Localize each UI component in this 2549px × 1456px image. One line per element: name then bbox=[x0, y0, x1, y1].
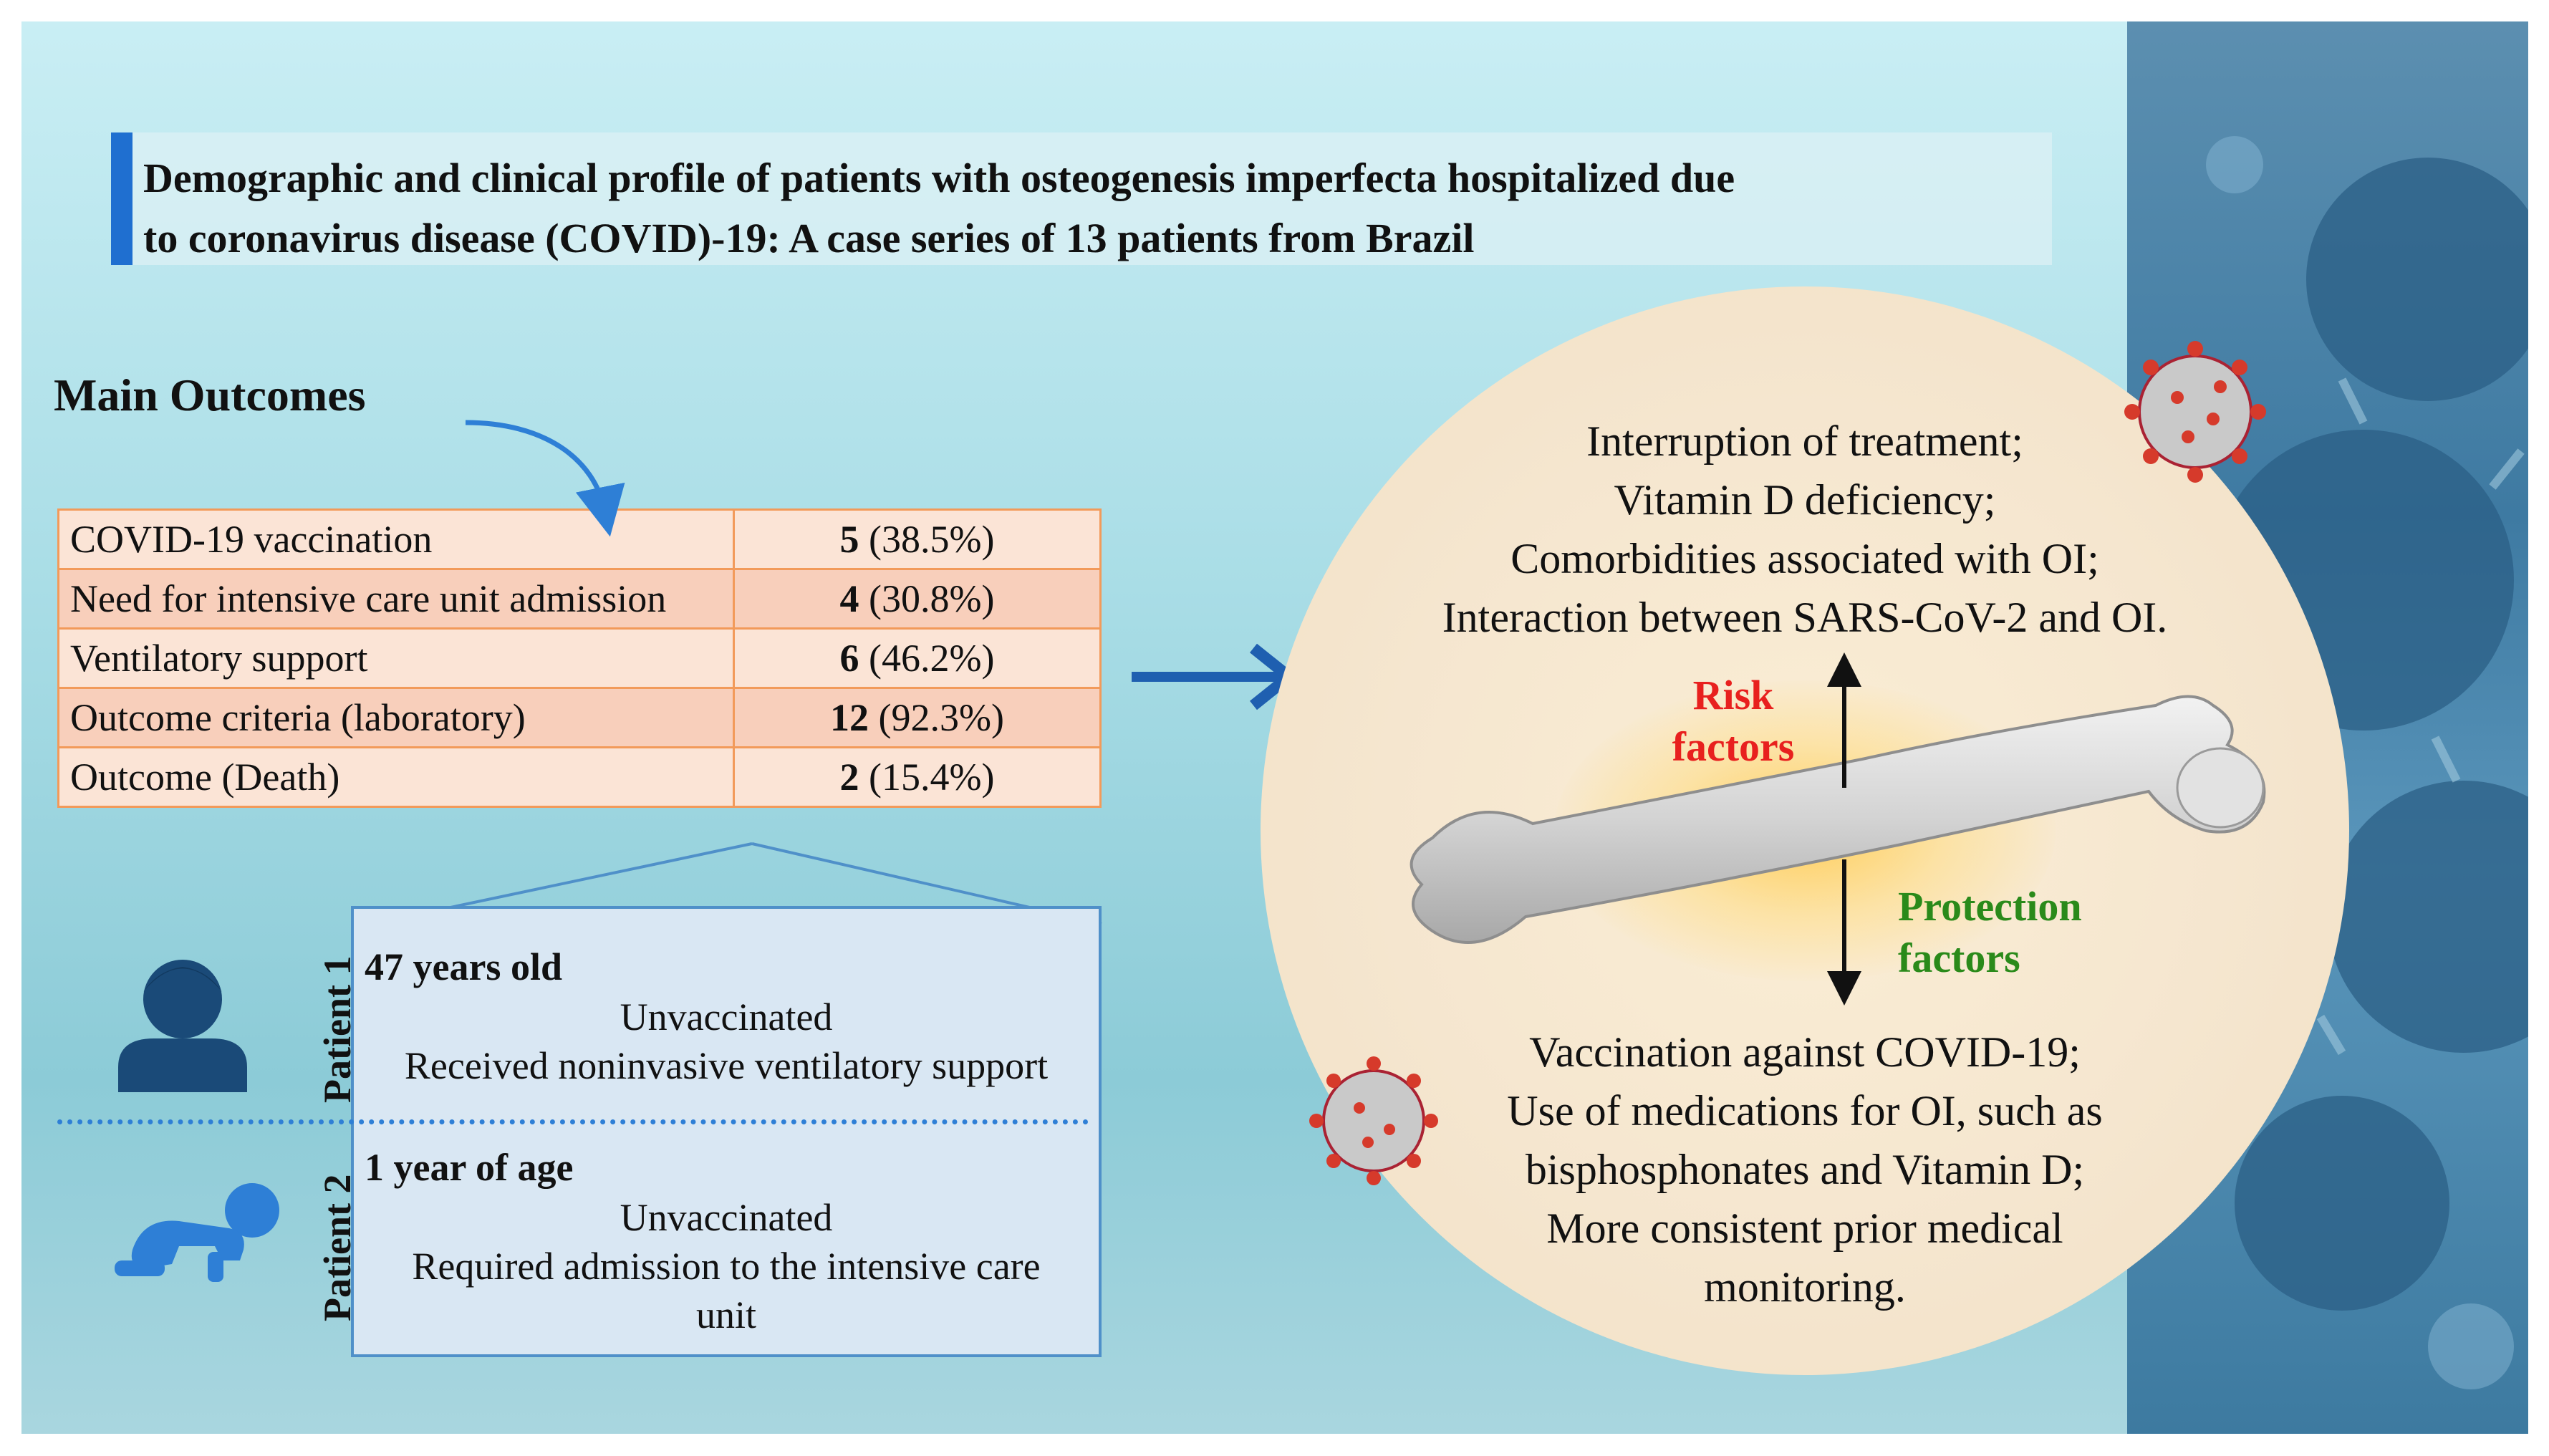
outcomes-table: COVID-19 vaccination 5 (38.5%) Need for … bbox=[57, 508, 1102, 808]
risk-item: Interruption of treatment; bbox=[1586, 418, 2023, 465]
protection-item: monitoring. bbox=[1704, 1263, 1906, 1311]
table-row: Outcome criteria (laboratory) 12 (92.3%) bbox=[57, 687, 1102, 748]
patient-2-vaccination: Unvaccinated bbox=[620, 1196, 833, 1239]
risk-item: Comorbidities associated with OI; bbox=[1510, 535, 2099, 582]
table-row: Outcome (Death) 2 (15.4%) bbox=[57, 746, 1102, 808]
outcome-value: 5 (38.5%) bbox=[733, 508, 1102, 570]
table-row: COVID-19 vaccination 5 (38.5%) bbox=[57, 508, 1102, 570]
outcome-count: 2 bbox=[839, 756, 859, 799]
patient-2-age: 1 year of age bbox=[365, 1146, 574, 1189]
table-row: Need for intensive care unit admission 4… bbox=[57, 568, 1102, 630]
outcome-value: 4 (30.8%) bbox=[733, 568, 1102, 630]
outcome-count: 6 bbox=[839, 637, 859, 680]
outcome-label: Outcome criteria (laboratory) bbox=[57, 687, 735, 748]
outcome-value: 12 (92.3%) bbox=[733, 687, 1102, 748]
outcome-pct: (15.4%) bbox=[859, 756, 995, 799]
outcome-label: Need for intensive care unit admission bbox=[57, 568, 735, 630]
patient-2-support: Required admission to the intensive care bbox=[412, 1245, 1041, 1288]
patients-divider bbox=[57, 1119, 1089, 1124]
outcome-count: 5 bbox=[839, 518, 859, 561]
risk-item: Vitamin D deficiency; bbox=[1614, 476, 1996, 524]
title-line-1: Demographic and clinical profile of pati… bbox=[143, 155, 1735, 201]
outcome-count: 4 bbox=[839, 577, 859, 620]
outcome-value: 2 (15.4%) bbox=[733, 746, 1102, 808]
patient-1-vaccination: Unvaccinated bbox=[620, 995, 833, 1038]
table-row: Ventilatory support 6 (46.2%) bbox=[57, 627, 1102, 689]
patient-2-support-cont: unit bbox=[695, 1293, 756, 1336]
protection-item: More consistent prior medical bbox=[1546, 1205, 2063, 1252]
outcome-label: Ventilatory support bbox=[57, 627, 735, 689]
patient-1-age: 47 years old bbox=[365, 945, 562, 988]
outcome-pct: (92.3%) bbox=[869, 696, 1004, 739]
outcome-pct: (30.8%) bbox=[859, 577, 995, 620]
protection-factors-label: Protection factors bbox=[1898, 881, 2156, 984]
title-line-2: to coronavirus disease (COVID)-19: A cas… bbox=[143, 215, 1475, 261]
protection-factors-list: Vaccination against COVID-19; Use of med… bbox=[1304, 1023, 2306, 1316]
protection-item: bisphosphonates and Vitamin D; bbox=[1525, 1146, 2085, 1193]
outcome-label: COVID-19 vaccination bbox=[57, 508, 735, 570]
risk-label-line-1: Risk bbox=[1692, 672, 1774, 718]
outcome-label: Outcome (Death) bbox=[57, 746, 735, 808]
protection-label-line-2: factors bbox=[1898, 935, 2020, 981]
protection-item: Use of medications for OI, such as bbox=[1507, 1087, 2103, 1134]
risk-factors-label: Risk factors bbox=[1633, 670, 1834, 773]
patients-box: 47 years old Unvaccinated Received nonin… bbox=[351, 906, 1102, 1357]
main-outcomes-heading: Main Outcomes bbox=[54, 370, 366, 420]
outcome-count: 12 bbox=[830, 696, 869, 739]
risk-factors-list: Interruption of treatment; Vitamin D def… bbox=[1304, 412, 2306, 647]
title-accent-bar bbox=[111, 132, 132, 265]
title-box: Demographic and clinical profile of pati… bbox=[111, 132, 2052, 265]
title: Demographic and clinical profile of pati… bbox=[143, 148, 2034, 269]
protection-label-line-1: Protection bbox=[1898, 883, 2082, 930]
outcome-value: 6 (46.2%) bbox=[733, 627, 1102, 689]
risk-item: Interaction between SARS-CoV-2 and OI. bbox=[1442, 594, 2168, 641]
outcome-pct: (38.5%) bbox=[859, 518, 995, 561]
outcome-pct: (46.2%) bbox=[859, 637, 995, 680]
patient-1-support: Received noninvasive ventilatory support bbox=[404, 1044, 1049, 1087]
risk-label-line-2: factors bbox=[1672, 723, 1795, 770]
protection-item: Vaccination against COVID-19; bbox=[1529, 1028, 2081, 1076]
